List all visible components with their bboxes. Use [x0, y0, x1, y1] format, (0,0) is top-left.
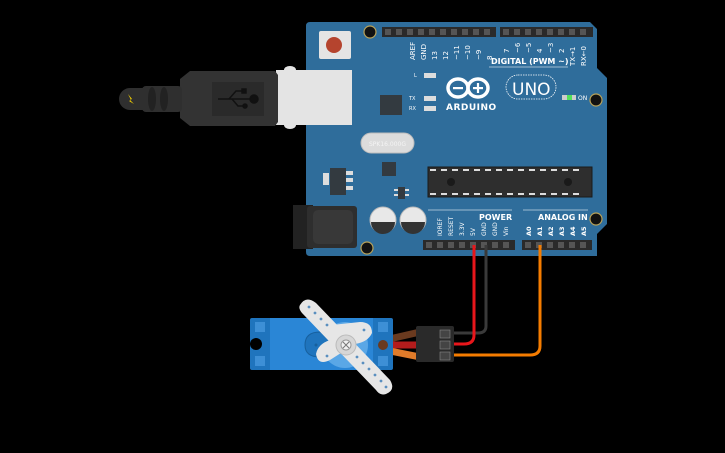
- arduino-board[interactable]: AREF GND 13 12 ~11 ~10 ~9 8 7 ~6 ~5 4 ~3…: [293, 22, 607, 256]
- digital-pin-labels: AREF GND 13 12 ~11 ~10 ~9 8 7 ~6 ~5 4 ~3…: [409, 42, 588, 67]
- svg-text:~11: ~11: [453, 45, 461, 60]
- lightning-icon: [128, 94, 134, 104]
- svg-text:A0: A0: [525, 226, 533, 236]
- uno-badge: UNO: [505, 74, 557, 100]
- svg-text:ARDUINO: ARDUINO: [446, 103, 497, 113]
- mounting-hole: [363, 25, 377, 39]
- led-power-on: ON: [562, 95, 587, 102]
- mounting-hole: [589, 93, 603, 107]
- transistor: [394, 187, 409, 199]
- svg-text:A4: A4: [569, 226, 577, 236]
- mounting-hole: [360, 241, 374, 255]
- usb-icon: [218, 88, 259, 109]
- analog-header-title: ANALOG IN: [538, 213, 588, 222]
- svg-text:Vin: Vin: [503, 226, 510, 236]
- servo-horn[interactable]: [299, 299, 393, 395]
- wire-5v[interactable]: [452, 245, 476, 346]
- svg-text:~10: ~10: [464, 45, 472, 60]
- led-l: L: [414, 73, 436, 79]
- svg-text:A5: A5: [580, 226, 588, 236]
- power-pin-labels: IOREF RESET 3.3V 5V GND GND Vin: [437, 216, 510, 236]
- small-chip: [382, 162, 396, 176]
- svg-text:RESET: RESET: [448, 216, 455, 236]
- svg-text:L: L: [414, 73, 417, 79]
- svg-text:A2: A2: [547, 226, 555, 236]
- svg-text:~6: ~6: [514, 42, 522, 53]
- svg-text:4: 4: [536, 48, 544, 53]
- usb-controller-chip: [380, 95, 402, 115]
- led-rx: RX: [409, 106, 436, 112]
- svg-text:A3: A3: [558, 226, 566, 236]
- digital-header-title: DIGITAL (PWM ~): [491, 57, 569, 66]
- crystal-oscillator: SPK16.000G: [360, 132, 415, 154]
- digital-header-right[interactable]: [500, 27, 593, 37]
- minus-icon: [453, 87, 463, 90]
- svg-text:RX←0: RX←0: [580, 46, 588, 66]
- wire-ground[interactable]: [452, 245, 488, 335]
- svg-text:~5: ~5: [525, 43, 533, 53]
- mounting-hole: [250, 338, 262, 350]
- analog-pin-labels: A0 A1 A2 A3 A4 A5: [525, 226, 588, 236]
- svg-text:~3: ~3: [547, 43, 555, 53]
- arduino-logo: ARDUINO: [446, 77, 497, 113]
- svg-text:GND: GND: [481, 222, 488, 236]
- svg-text:~9: ~9: [475, 50, 483, 60]
- svg-text:IOREF: IOREF: [437, 218, 444, 236]
- servo-connector[interactable]: [416, 326, 454, 362]
- svg-text:2: 2: [558, 49, 566, 53]
- svg-text:RX: RX: [409, 106, 416, 112]
- digital-header-left[interactable]: [382, 27, 496, 37]
- svg-text:AREF: AREF: [409, 42, 417, 60]
- power-header-title: POWER: [479, 213, 512, 222]
- voltage-regulator: [323, 168, 353, 195]
- svg-text:UNO: UNO: [512, 80, 551, 100]
- svg-text:13: 13: [431, 51, 439, 60]
- led-tx: TX: [408, 96, 436, 102]
- power-jack[interactable]: [293, 205, 357, 249]
- svg-text:7: 7: [503, 49, 511, 53]
- svg-text:ON: ON: [578, 95, 587, 102]
- svg-text:8: 8: [486, 56, 494, 60]
- power-header[interactable]: [423, 240, 515, 250]
- svg-text:TX: TX: [408, 96, 416, 102]
- svg-text:A1: A1: [536, 226, 544, 236]
- svg-text:SPK16.000G: SPK16.000G: [369, 141, 406, 148]
- svg-text:5V: 5V: [470, 227, 477, 236]
- usb-b-port: [276, 70, 352, 125]
- atmega-chip: [427, 166, 593, 198]
- servo-motor[interactable]: [250, 299, 454, 395]
- svg-text:12: 12: [442, 51, 450, 60]
- svg-text:GND: GND: [420, 44, 428, 60]
- svg-text:3.3V: 3.3V: [459, 221, 466, 236]
- mounting-hole: [589, 212, 603, 226]
- capacitor: [399, 206, 427, 234]
- svg-text:GND: GND: [492, 222, 499, 236]
- reset-button[interactable]: [319, 31, 351, 59]
- svg-text:TX→1: TX→1: [569, 47, 577, 67]
- analog-header[interactable]: [522, 240, 592, 250]
- usb-cable[interactable]: [119, 66, 352, 129]
- wire-signal-a1[interactable]: [452, 245, 542, 357]
- capacitor: [369, 206, 397, 234]
